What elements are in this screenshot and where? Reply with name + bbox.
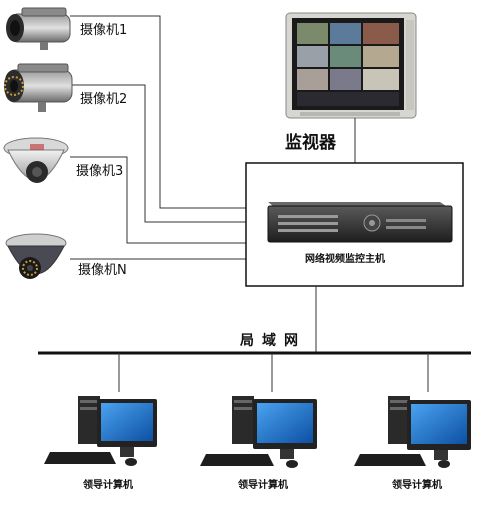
dvr-device-icon — [267, 202, 453, 243]
crt-monitor-icon — [285, 12, 417, 119]
camera-2-label: 摄像机2 — [80, 92, 127, 107]
monitor-screen-grid — [297, 23, 399, 106]
computer-1-label: 领导计算机 — [83, 478, 133, 491]
computer-3-label: 领导计算机 — [392, 478, 442, 491]
camera-1: 摄像机1 — [6, 7, 127, 50]
camera-3-label: 摄像机3 — [76, 164, 123, 179]
monitor-label: 监视器 — [285, 132, 337, 153]
host-box: 网络视频监控主机 — [245, 162, 464, 287]
camera-1-label: 摄像机1 — [80, 23, 127, 38]
desktop-computer-icon — [354, 396, 471, 468]
camera-n: 摄像机N — [5, 233, 127, 279]
host-label: 网络视频监控主机 — [305, 252, 385, 265]
lan-bus: 局域网 — [38, 332, 471, 392]
desktop-computer-icon — [44, 396, 157, 466]
camera-2: 摄像机2 — [4, 63, 127, 112]
computer-2: 领导计算机 — [200, 396, 317, 491]
desktop-computer-icon — [200, 396, 317, 468]
computer-2-label: 领导计算机 — [238, 478, 288, 491]
bullet-camera-icon — [6, 7, 71, 50]
dome-camera-icon — [5, 233, 67, 279]
dome-camera-icon — [3, 137, 69, 183]
computer-1: 领导计算机 — [44, 396, 157, 491]
monitor: 监视器 — [285, 12, 417, 153]
lan-label: 局域网 — [240, 332, 306, 349]
computer-3: 领导计算机 — [354, 396, 471, 491]
bullet-camera-icon — [4, 63, 73, 112]
camera-wires — [70, 15, 246, 260]
camera-3: 摄像机3 — [3, 137, 123, 183]
camera-n-label: 摄像机N — [78, 263, 127, 278]
